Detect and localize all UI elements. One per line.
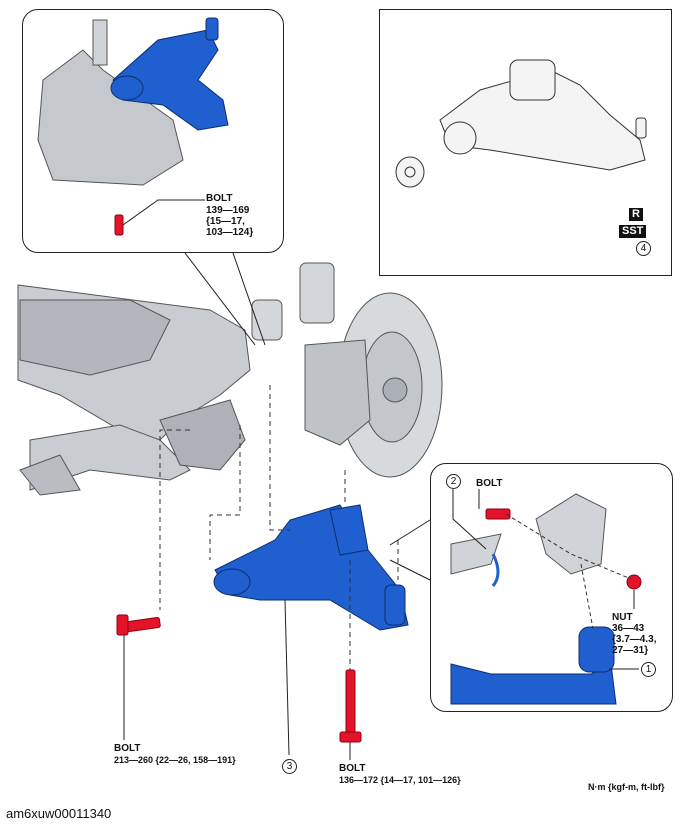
bolt-upper-torque-nm: 139—169 <box>206 205 250 216</box>
lower-control-arm <box>213 504 409 631</box>
bolt-center-torque: 136—172 {14—17, 101—126} <box>339 775 461 785</box>
nut-torque-kgf: {3.7—4.3, <box>612 634 657 645</box>
bolt-upper-torque-kgf: {15—17, <box>206 216 245 227</box>
ball-joint-inset: BOLT NUT 36—43 {3.7—4.3, 27—31} 2 1 <box>430 463 673 712</box>
callout-3: 3 <box>282 759 297 774</box>
bolt-upper-torque-ftlbf: 103—124} <box>206 227 254 238</box>
sst-inset: R SST <box>379 9 672 276</box>
ball-joint-drawing <box>450 489 642 705</box>
subframe <box>17 284 251 496</box>
badge-sst: SST <box>619 225 647 238</box>
callout-2: 2 <box>446 474 461 489</box>
upper-arm-inset: BOLT 139—169 {15—17, 103—124} <box>22 9 284 253</box>
upper-arm-drawing <box>37 17 229 236</box>
bolt-left-torque: 213—260 {22—26, 158—191} <box>114 755 236 765</box>
strut <box>251 262 335 341</box>
badge-r: R <box>629 208 643 221</box>
bolt-center-label: BOLT <box>339 763 366 774</box>
bolt-upper-label: BOLT <box>206 193 233 204</box>
callout-4: 4 <box>636 241 651 256</box>
bolt-center <box>339 669 362 743</box>
figure-code: am6xuw00011340 <box>6 806 112 821</box>
brake-caliper <box>304 339 371 446</box>
nut-torque-ftlbf: 27—31} <box>612 645 649 656</box>
bolt-left <box>116 614 161 636</box>
bolt-left-label: BOLT <box>114 743 141 754</box>
callout-1: 1 <box>641 662 656 677</box>
torque-unit-note: N·m {kgf-m, ft-lbf} <box>588 782 665 792</box>
nut-label: NUT <box>612 612 633 623</box>
bolt-inset-label: BOLT <box>476 478 503 489</box>
sst-drawing <box>395 59 647 188</box>
nut-torque-nm: 36—43 <box>612 623 645 634</box>
brake-disc <box>337 292 443 478</box>
